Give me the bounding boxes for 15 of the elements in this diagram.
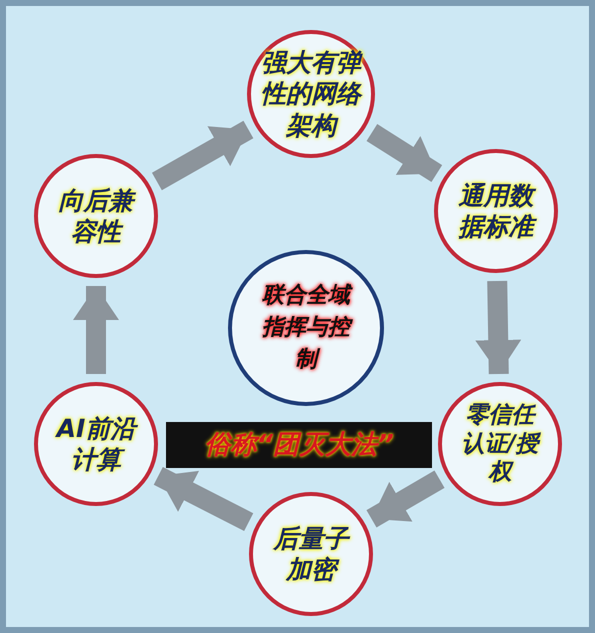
banner-text: 俗称“团灭大法”	[204, 428, 394, 462]
caption-banner	[166, 422, 432, 468]
center-label: 联合全域指挥与控制	[256, 280, 356, 376]
block-arrow	[152, 120, 254, 190]
node-label: 强大有弹性的网络架构	[260, 47, 364, 141]
node-label: 零信任认证/授权	[460, 400, 542, 488]
node-label: AI前沿计算	[56, 412, 136, 476]
block-arrow	[154, 467, 254, 531]
block-arrow	[73, 286, 119, 374]
block-arrow	[366, 470, 445, 528]
node-label: 向后兼容性	[55, 184, 137, 248]
block-arrow	[475, 280, 522, 374]
node-label: 后量子加密	[272, 522, 352, 586]
node-label: 通用数据标准	[455, 180, 537, 242]
block-arrow	[366, 124, 442, 182]
